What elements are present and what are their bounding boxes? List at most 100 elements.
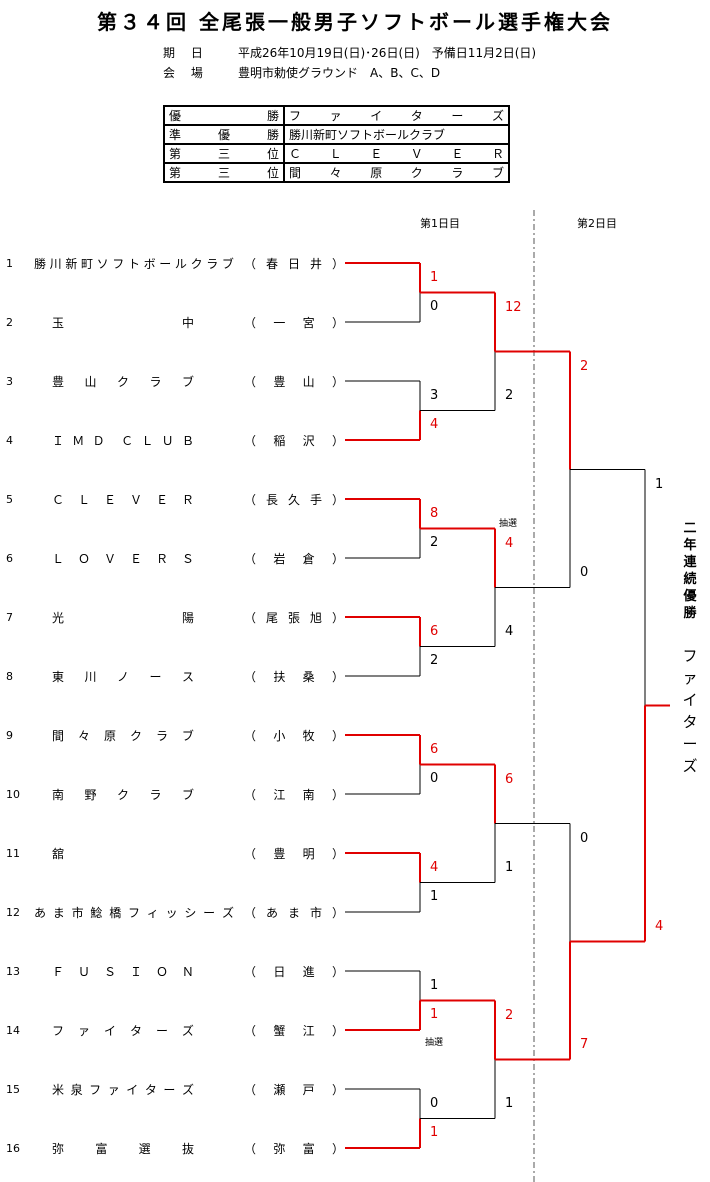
team-region: （稲沢） <box>244 433 344 448</box>
team-number: 6 <box>6 551 13 565</box>
team-number: 11 <box>6 846 20 860</box>
result-team: 間々原クラブ <box>289 166 504 180</box>
team-region: （日進） <box>244 964 344 979</box>
match-score: 4 <box>430 860 439 875</box>
result-team: ファイターズ <box>289 109 504 123</box>
team-row: 9 間々原クラブ （小牧） <box>0 725 344 745</box>
team-number: 16 <box>6 1141 20 1155</box>
result-row: 優勝ファイターズ <box>164 106 509 125</box>
team-name: 東川ノース <box>52 669 194 684</box>
match-score: 6 <box>430 624 439 639</box>
team-row: 2 玉中 （一宮） <box>0 312 344 332</box>
match-score: 1 <box>430 270 439 285</box>
period-value: 平成26年10月19日(日)･26日(日) 予備日11月2日(日) <box>238 46 537 60</box>
team-number: 5 <box>6 492 13 506</box>
match-score: 2 <box>505 1007 514 1023</box>
match-score: 0 <box>430 1096 439 1111</box>
team-name: 米泉ファイターズ <box>52 1082 194 1097</box>
tournament-title: 第３４回 全尾張一般男子ソフトボール選手権大会 <box>97 10 613 34</box>
team-row: 10 南野クラブ （江南） <box>0 784 344 804</box>
match-score: 0 <box>430 771 439 786</box>
team-region: （小牧） <box>244 728 344 743</box>
team-region: （江南） <box>244 787 344 802</box>
match-score: 1 <box>430 978 439 993</box>
match-score: 0 <box>430 299 439 314</box>
team-name: 南野クラブ <box>52 787 194 802</box>
match-score: 6 <box>430 742 439 757</box>
team-name: 弥富選抜 <box>52 1141 194 1156</box>
team-number: 13 <box>6 964 20 978</box>
day1-label: 第1日目 <box>420 217 460 230</box>
team-number: 1 <box>6 256 13 270</box>
team-region: （豊山） <box>244 374 344 389</box>
match-score: 3 <box>430 388 439 403</box>
event-info: 期 日 平成26年10月19日(日)･26日(日) 予備日11月2日(日) 会 … <box>163 43 536 83</box>
match-score: 4 <box>505 535 514 551</box>
match-score: 2 <box>430 535 439 550</box>
match-score: 4 <box>505 623 514 639</box>
team-region: （扶桑） <box>244 669 344 684</box>
team-row: 16 弥富選抜 （弥富） <box>0 1138 344 1158</box>
team-region: （岩倉） <box>244 551 344 566</box>
team-name: 舘 <box>52 846 65 861</box>
team-region: （尾張旭） <box>244 610 344 625</box>
team-row: 11 舘 （豊明） <box>0 843 344 863</box>
team-region: （一宮） <box>244 315 344 330</box>
result-row: 第三位間々原クラブ <box>164 163 509 182</box>
result-rank: 優勝 <box>169 109 279 123</box>
match-score: 1 <box>505 1095 514 1111</box>
team-number: 9 <box>6 728 13 742</box>
team-row: 12 あま市鯰橋フィッシーズ （あま市） <box>0 902 344 922</box>
match-score: 4 <box>655 918 664 934</box>
period-label: 期 日 <box>163 46 209 60</box>
team-row: 8 東川ノース （扶桑） <box>0 666 344 686</box>
team-region: （あま市） <box>244 905 344 920</box>
team-number: 12 <box>6 905 20 919</box>
match-score: 1 <box>430 1007 439 1022</box>
result-rank: 第三位 <box>169 147 279 161</box>
team-number: 10 <box>6 787 20 801</box>
team-number: 8 <box>6 669 13 683</box>
match-score: 2 <box>505 387 514 403</box>
match-score: 0 <box>580 830 589 846</box>
match-score: 7 <box>580 1036 589 1052</box>
team-region: （弥富） <box>244 1141 344 1156</box>
team-number: 14 <box>6 1023 20 1037</box>
team-name: 勝川新町ソフトボールクラブ <box>34 256 234 271</box>
match-score: 12 <box>505 299 522 315</box>
champion-name: ファイターズ <box>682 647 698 775</box>
team-name: あま市鯰橋フィッシーズ <box>34 905 234 920</box>
result-row: 準優勝勝川新町ソフトボールクラブ <box>164 125 509 144</box>
team-number: 4 <box>6 433 13 447</box>
team-number: 2 <box>6 315 13 329</box>
team-name: 間々原クラブ <box>52 728 194 743</box>
match-score: 1 <box>655 476 664 492</box>
match-score: 0 <box>580 564 589 580</box>
match-score: 1 <box>430 1125 439 1140</box>
venue-row: 会 場 豊明市勅使グラウンド A、B、C、D <box>163 63 536 83</box>
match-score: 4 <box>430 417 439 432</box>
match-score: 2 <box>580 358 589 374</box>
match-score: 1 <box>430 889 439 904</box>
venue-label: 会 場 <box>163 66 209 80</box>
team-region: （豊明） <box>244 846 344 861</box>
team-name: 光陽 <box>52 610 194 625</box>
match-score: 6 <box>505 771 514 787</box>
match-score: 2 <box>430 653 439 668</box>
team-number: 15 <box>6 1082 20 1096</box>
team-number: 3 <box>6 374 13 388</box>
match-score: 8 <box>430 506 439 521</box>
team-name: ファイターズ <box>52 1023 194 1038</box>
team-name: 玉中 <box>52 315 194 330</box>
team-region: （蟹江） <box>244 1023 344 1038</box>
